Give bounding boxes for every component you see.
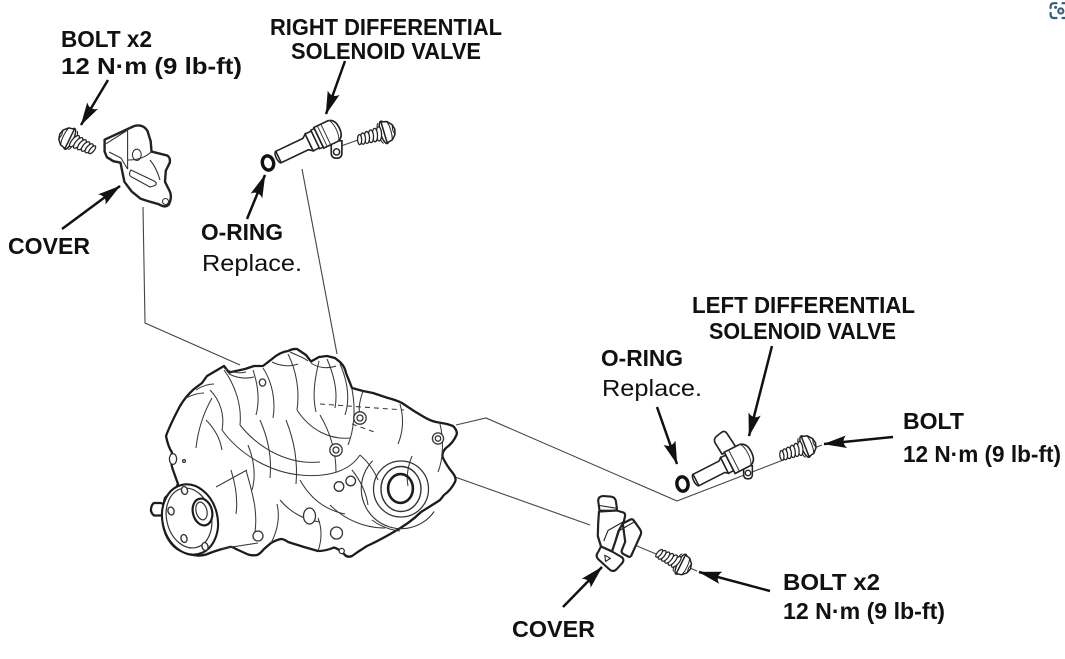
svg-text:BOLT x2: BOLT x2 [783,569,880,595]
svg-text:SOLENOID VALVE: SOLENOID VALVE [709,318,896,344]
svg-text:LEFT DIFFERENTIAL: LEFT DIFFERENTIAL [692,292,915,318]
svg-text:Replace.: Replace. [202,250,302,276]
svg-text:Replace.: Replace. [602,375,702,401]
svg-text:O-RING: O-RING [201,219,283,245]
svg-text:RIGHT DIFFERENTIAL: RIGHT DIFFERENTIAL [270,14,502,40]
svg-text:SOLENOID VALVE: SOLENOID VALVE [291,38,481,64]
svg-text:COVER: COVER [512,616,595,642]
svg-text:12 N·m (9 lb-ft): 12 N·m (9 lb-ft) [61,53,242,79]
svg-text:12 N·m (9 lb-ft): 12 N·m (9 lb-ft) [783,598,945,624]
svg-text:BOLT: BOLT [903,408,964,434]
svg-text:12 N·m (9 lb-ft): 12 N·m (9 lb-ft) [903,441,1061,467]
svg-text:COVER: COVER [8,233,90,259]
svg-text:BOLT x2: BOLT x2 [61,26,152,52]
svg-text:O-RING: O-RING [601,345,683,371]
